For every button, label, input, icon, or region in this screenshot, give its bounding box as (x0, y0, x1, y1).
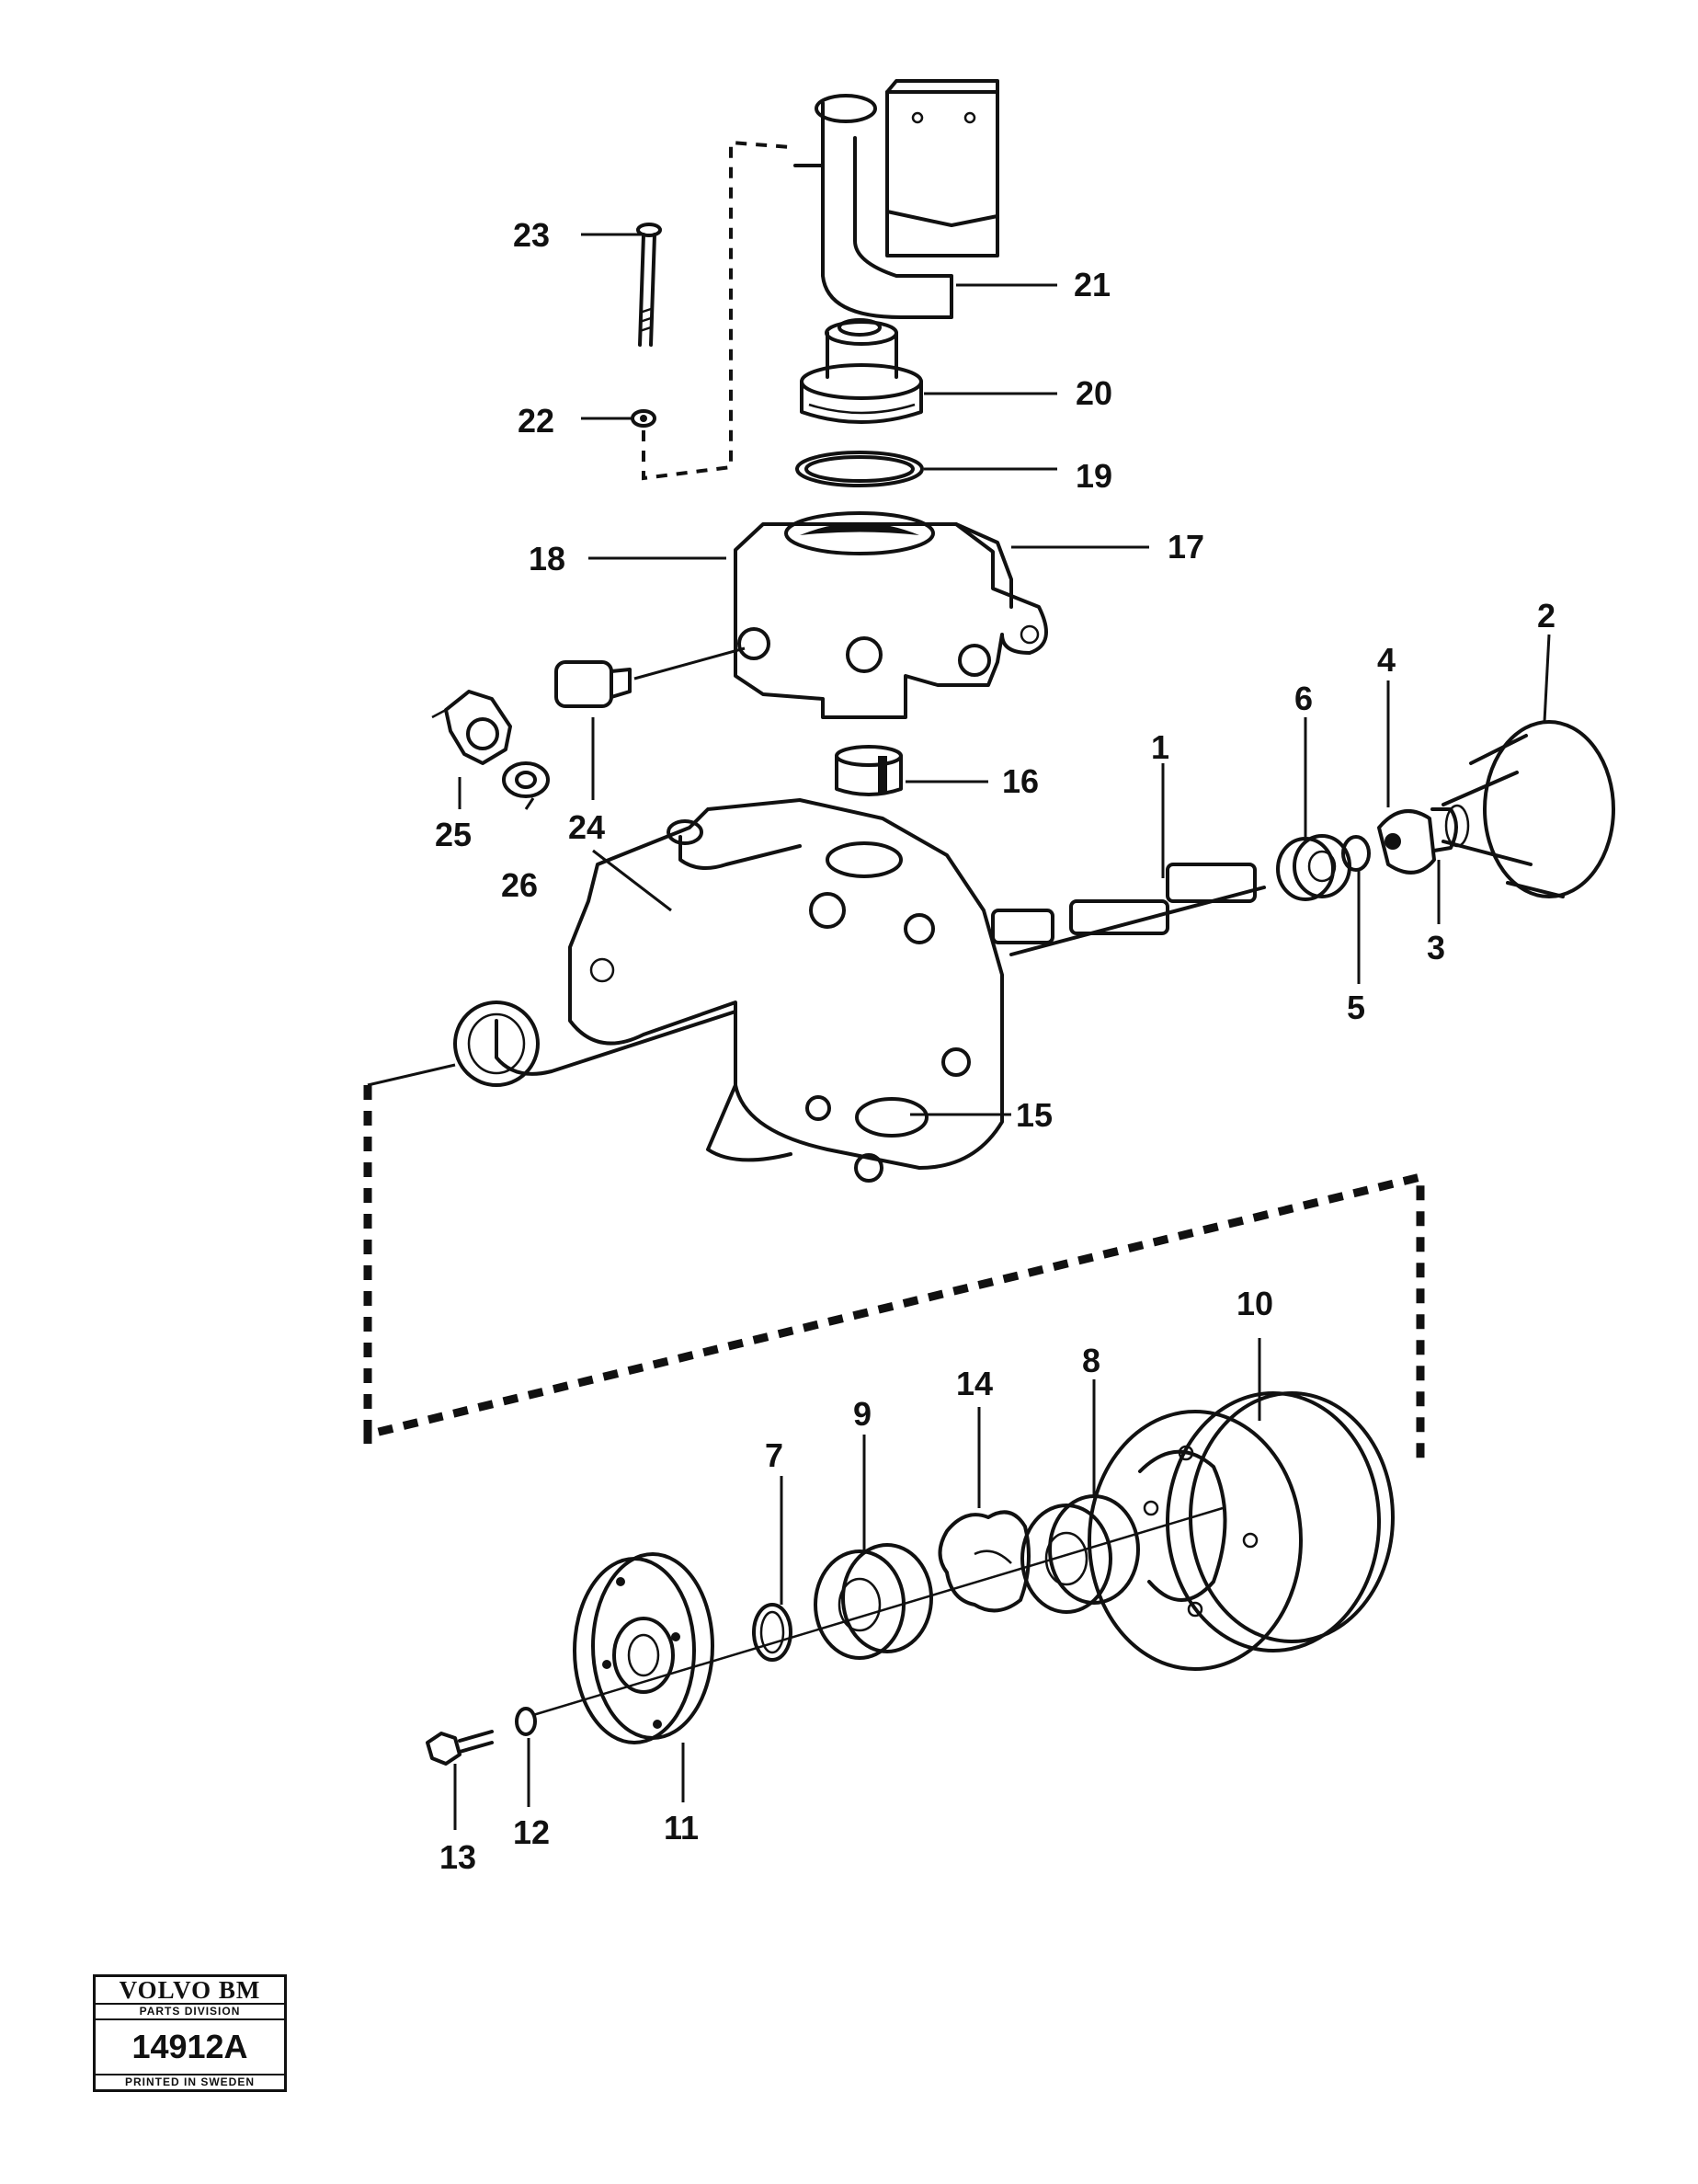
part-2-impeller (1442, 720, 1615, 898)
part-14-coupling (938, 1510, 1031, 1613)
part-7-circlip (752, 1603, 792, 1662)
part-4-seal (1377, 809, 1436, 875)
part-26-washer (502, 761, 550, 798)
part-19-sealing-ring (795, 451, 924, 487)
part-25-temperature-sender (431, 690, 512, 765)
assembly-line-21-22 (642, 140, 792, 481)
part-8-bearing (1020, 1494, 1140, 1614)
part-24-plug (554, 660, 632, 708)
part-1-shaft (1009, 886, 1266, 956)
callout-19: 19 (1076, 457, 1112, 495)
callout-25: 25 (435, 816, 472, 853)
callout-4: 4 (1377, 641, 1396, 679)
callout-22: 22 (518, 402, 554, 440)
callout-15: 15 (1016, 1096, 1053, 1134)
callout-20: 20 (1076, 374, 1112, 412)
part-22-washer (631, 409, 656, 428)
stamp-code: 14912A (96, 2020, 284, 2075)
callout-17: 17 (1168, 528, 1204, 566)
callout-13: 13 (439, 1838, 476, 1876)
part-16-bushing (835, 745, 903, 796)
part-11-hub (573, 1552, 714, 1744)
callout-7: 7 (765, 1436, 783, 1474)
callout-18: 18 (529, 540, 565, 577)
callout-14: 14 (956, 1365, 993, 1402)
pump-housing (453, 798, 1257, 1183)
assembly-line-housing (367, 1063, 456, 1087)
callout-10: 10 (1236, 1285, 1273, 1322)
callout-6: 6 (1294, 680, 1313, 717)
assembly-line-shaft-pulley (363, 1085, 1425, 1467)
stamp-division: PARTS DIVISION (96, 2005, 284, 2020)
part-23-bolt (636, 223, 662, 347)
callout-24: 24 (568, 808, 605, 846)
callout-1: 1 (1151, 728, 1169, 766)
leader-lines (453, 233, 1551, 1830)
callout-numbers: 1 2 3 4 5 6 7 8 9 10 11 12 13 14 15 16 1… (435, 216, 1556, 1876)
callout-11: 11 (664, 1809, 699, 1847)
callout-12: 12 (513, 1813, 550, 1851)
assembly-line-24 (633, 646, 746, 680)
callout-8: 8 (1082, 1342, 1100, 1379)
assembly-axis-pulley (532, 1506, 1224, 1717)
callout-21: 21 (1074, 266, 1111, 303)
part-5-seal-ring (1341, 835, 1371, 872)
stamp-brand: VOLVO BM (96, 1977, 284, 2005)
callout-26: 26 (501, 866, 538, 904)
part-13-bolt (426, 1730, 494, 1766)
callout-9: 9 (853, 1395, 872, 1433)
part-21-thermostat-housing-cover (793, 79, 999, 319)
stamp-printed: PRINTED IN SWEDEN (124, 2075, 255, 2088)
callout-2: 2 (1537, 597, 1556, 635)
volvo-bm-stamp: VOLVO BM PARTS DIVISION 14912A PRINTED I… (93, 1974, 287, 2092)
part-6-bearing (1276, 834, 1351, 901)
part-20-thermostat (800, 318, 923, 424)
part-18-thermostat-housing (734, 511, 1048, 719)
callout-3: 3 (1427, 929, 1445, 966)
callout-16: 16 (1002, 762, 1039, 800)
callout-23: 23 (513, 216, 550, 254)
callout-5: 5 (1347, 989, 1365, 1026)
part-12-lock-washer (515, 1707, 537, 1736)
